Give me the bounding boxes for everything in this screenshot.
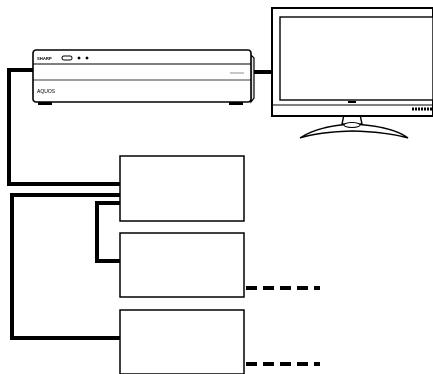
connected-devices xyxy=(119,155,245,374)
tv-stand-hinge xyxy=(343,122,361,128)
device-box-1 xyxy=(119,155,245,222)
cable-recorder-to-box1 xyxy=(7,68,120,186)
recorder-foot-right xyxy=(229,102,243,105)
dashed-continuations xyxy=(246,286,320,366)
cable-box1-to-box2 xyxy=(95,201,120,263)
tv-brand-mark xyxy=(348,101,356,103)
television-device xyxy=(271,7,433,139)
recorder-indicator-light xyxy=(85,56,89,60)
recorder-indicator-light xyxy=(77,56,81,60)
recorder-device: SHARP AQUOS xyxy=(32,49,255,105)
recorder-body xyxy=(32,49,252,103)
recorder-foot-left xyxy=(38,102,52,105)
tv-screen xyxy=(279,16,433,101)
device-box-2 xyxy=(119,232,245,298)
tv-stand-base xyxy=(299,123,409,139)
recorder-disc-slot xyxy=(61,55,73,61)
device-box-3 xyxy=(119,309,245,374)
recorder-model-label: AQUOS xyxy=(37,89,56,95)
recorder-brand-logo: SHARP xyxy=(37,56,52,61)
cable-box1-to-box3 xyxy=(10,193,120,340)
